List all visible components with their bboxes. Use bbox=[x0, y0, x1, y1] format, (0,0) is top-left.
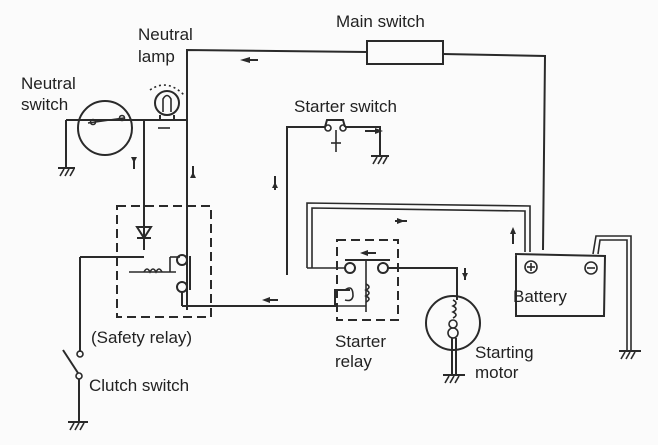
neutral-lamp bbox=[149, 84, 187, 129]
starter-relay-label-2: relay bbox=[335, 352, 372, 371]
current-arrow bbox=[240, 57, 250, 63]
main-switch bbox=[366, 40, 444, 65]
starting-motor-label-2: motor bbox=[475, 363, 519, 382]
starting-motor bbox=[425, 295, 481, 384]
battery-label: Battery bbox=[513, 287, 567, 306]
clutch-switch bbox=[62, 349, 88, 431]
safety-relay-label: (Safety relay) bbox=[91, 328, 192, 347]
starter-switch bbox=[286, 119, 389, 275]
starting-motor-label-1: Starting bbox=[475, 343, 534, 362]
battery bbox=[514, 235, 641, 360]
clutch-switch-label: Clutch switch bbox=[89, 376, 189, 395]
ground-icon bbox=[58, 167, 75, 177]
neutral-lamp-label-1: Neutral bbox=[138, 25, 193, 44]
starter-relay-label-1: Starter bbox=[335, 332, 386, 351]
neutral-switch bbox=[65, 100, 160, 167]
safety-relay-box bbox=[116, 205, 212, 318]
main-switch-label: Main switch bbox=[336, 12, 425, 31]
starter-relay bbox=[337, 259, 458, 312]
starter-switch-label: Starter switch bbox=[294, 97, 397, 116]
neutral-switch-label-2: switch bbox=[21, 95, 68, 114]
starter-relay-box bbox=[336, 239, 399, 321]
main-wire-top bbox=[186, 48, 547, 310]
battery-cable bbox=[306, 202, 531, 269]
safety-relay bbox=[79, 226, 191, 352]
neutral-lamp-label-2: lamp bbox=[138, 47, 175, 66]
neutral-switch-label-1: Neutral bbox=[21, 74, 76, 93]
